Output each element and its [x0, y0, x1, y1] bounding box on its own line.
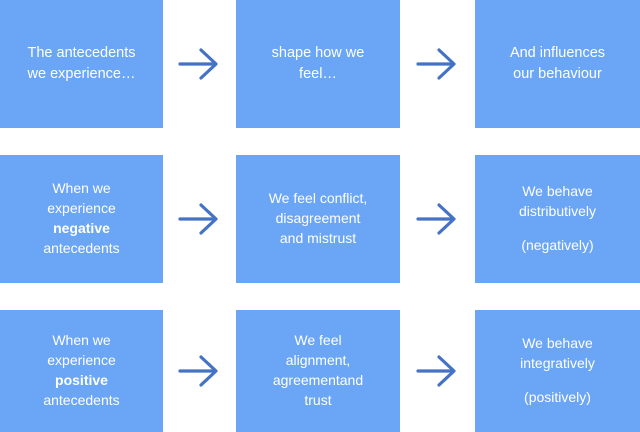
box-feeling-positive: We feel alignment, agreementand trust — [236, 310, 400, 432]
text-line: We feel — [294, 332, 342, 349]
box-antecedent-negative: When we experience negative antecedents — [0, 155, 163, 283]
box-text: And influences our behaviour — [483, 43, 632, 84]
text-line: experience — [47, 200, 116, 217]
arrow-right-icon — [400, 0, 475, 128]
arrow-right-icon — [163, 310, 236, 432]
text-line: our behaviour — [513, 66, 602, 82]
text-line: We feel conflict, — [268, 190, 368, 207]
text-line: We behave — [522, 182, 593, 199]
text-line: We behave — [522, 334, 593, 351]
text-line: When we — [52, 332, 111, 349]
text-line: When we — [52, 180, 111, 197]
text-subnote: (positively) — [524, 389, 591, 406]
text-line: shape how we — [271, 45, 365, 62]
text-line: feel… — [299, 66, 337, 82]
text-line: integratively — [520, 354, 595, 371]
arrow-right-icon — [400, 155, 475, 283]
box-text: The antecedents we experience… — [8, 43, 155, 84]
box-text: We feel conflict, disagreement and mistrus… — [244, 189, 392, 249]
text-line: agreementand — [272, 372, 364, 388]
text-emphasis: negative — [53, 220, 110, 236]
box-feeling-negative: We feel conflict, disagreement and mistrus… — [236, 155, 400, 283]
arrow-right-icon — [163, 0, 236, 128]
text-line: we experience… — [27, 66, 136, 82]
box-antecedent-positive: When we experience positive antecedents — [0, 310, 163, 432]
arrow-right-icon — [400, 310, 475, 432]
text-line: And influences — [509, 45, 606, 62]
text-line: distributively — [518, 202, 597, 219]
text-line: trust — [304, 391, 332, 408]
box-feeling-general: shape how we feel… — [236, 0, 400, 128]
text-line: The antecedents — [27, 45, 136, 62]
box-text: We feel alignment, agreementand trust — [244, 331, 392, 411]
box-text: We behave distributively (negatively) — [483, 182, 632, 256]
box-text: When we experience negative antecedents — [8, 179, 155, 259]
arrow-right-icon — [163, 155, 236, 283]
box-text: shape how we feel… — [244, 43, 392, 84]
text-line: antecedents — [43, 391, 120, 408]
text-emphasis: positive — [55, 372, 108, 388]
box-behaviour-negative: We behave distributively (negatively) — [475, 155, 640, 283]
box-text: When we experience positive antecedents — [8, 331, 155, 411]
text-line: and mistrust — [279, 229, 357, 246]
text-line: disagreement — [275, 210, 361, 227]
box-antecedent-general: The antecedents we experience… — [0, 0, 163, 128]
text-subnote: (negatively) — [521, 237, 594, 254]
box-behaviour-general: And influences our behaviour — [475, 0, 640, 128]
box-text: We behave integratively (positively) — [483, 334, 632, 408]
box-behaviour-positive: We behave integratively (positively) — [475, 310, 640, 432]
text-line: alignment, — [285, 352, 351, 369]
diagram-row-positive: When we experience positive antecedents We … — [0, 310, 640, 432]
text-line: experience — [47, 352, 116, 369]
diagram-row-general: The antecedents we experience… shape how … — [0, 0, 640, 128]
diagram-row-negative: When we experience negative antecedents We … — [0, 155, 640, 283]
text-line: antecedents — [43, 239, 120, 256]
